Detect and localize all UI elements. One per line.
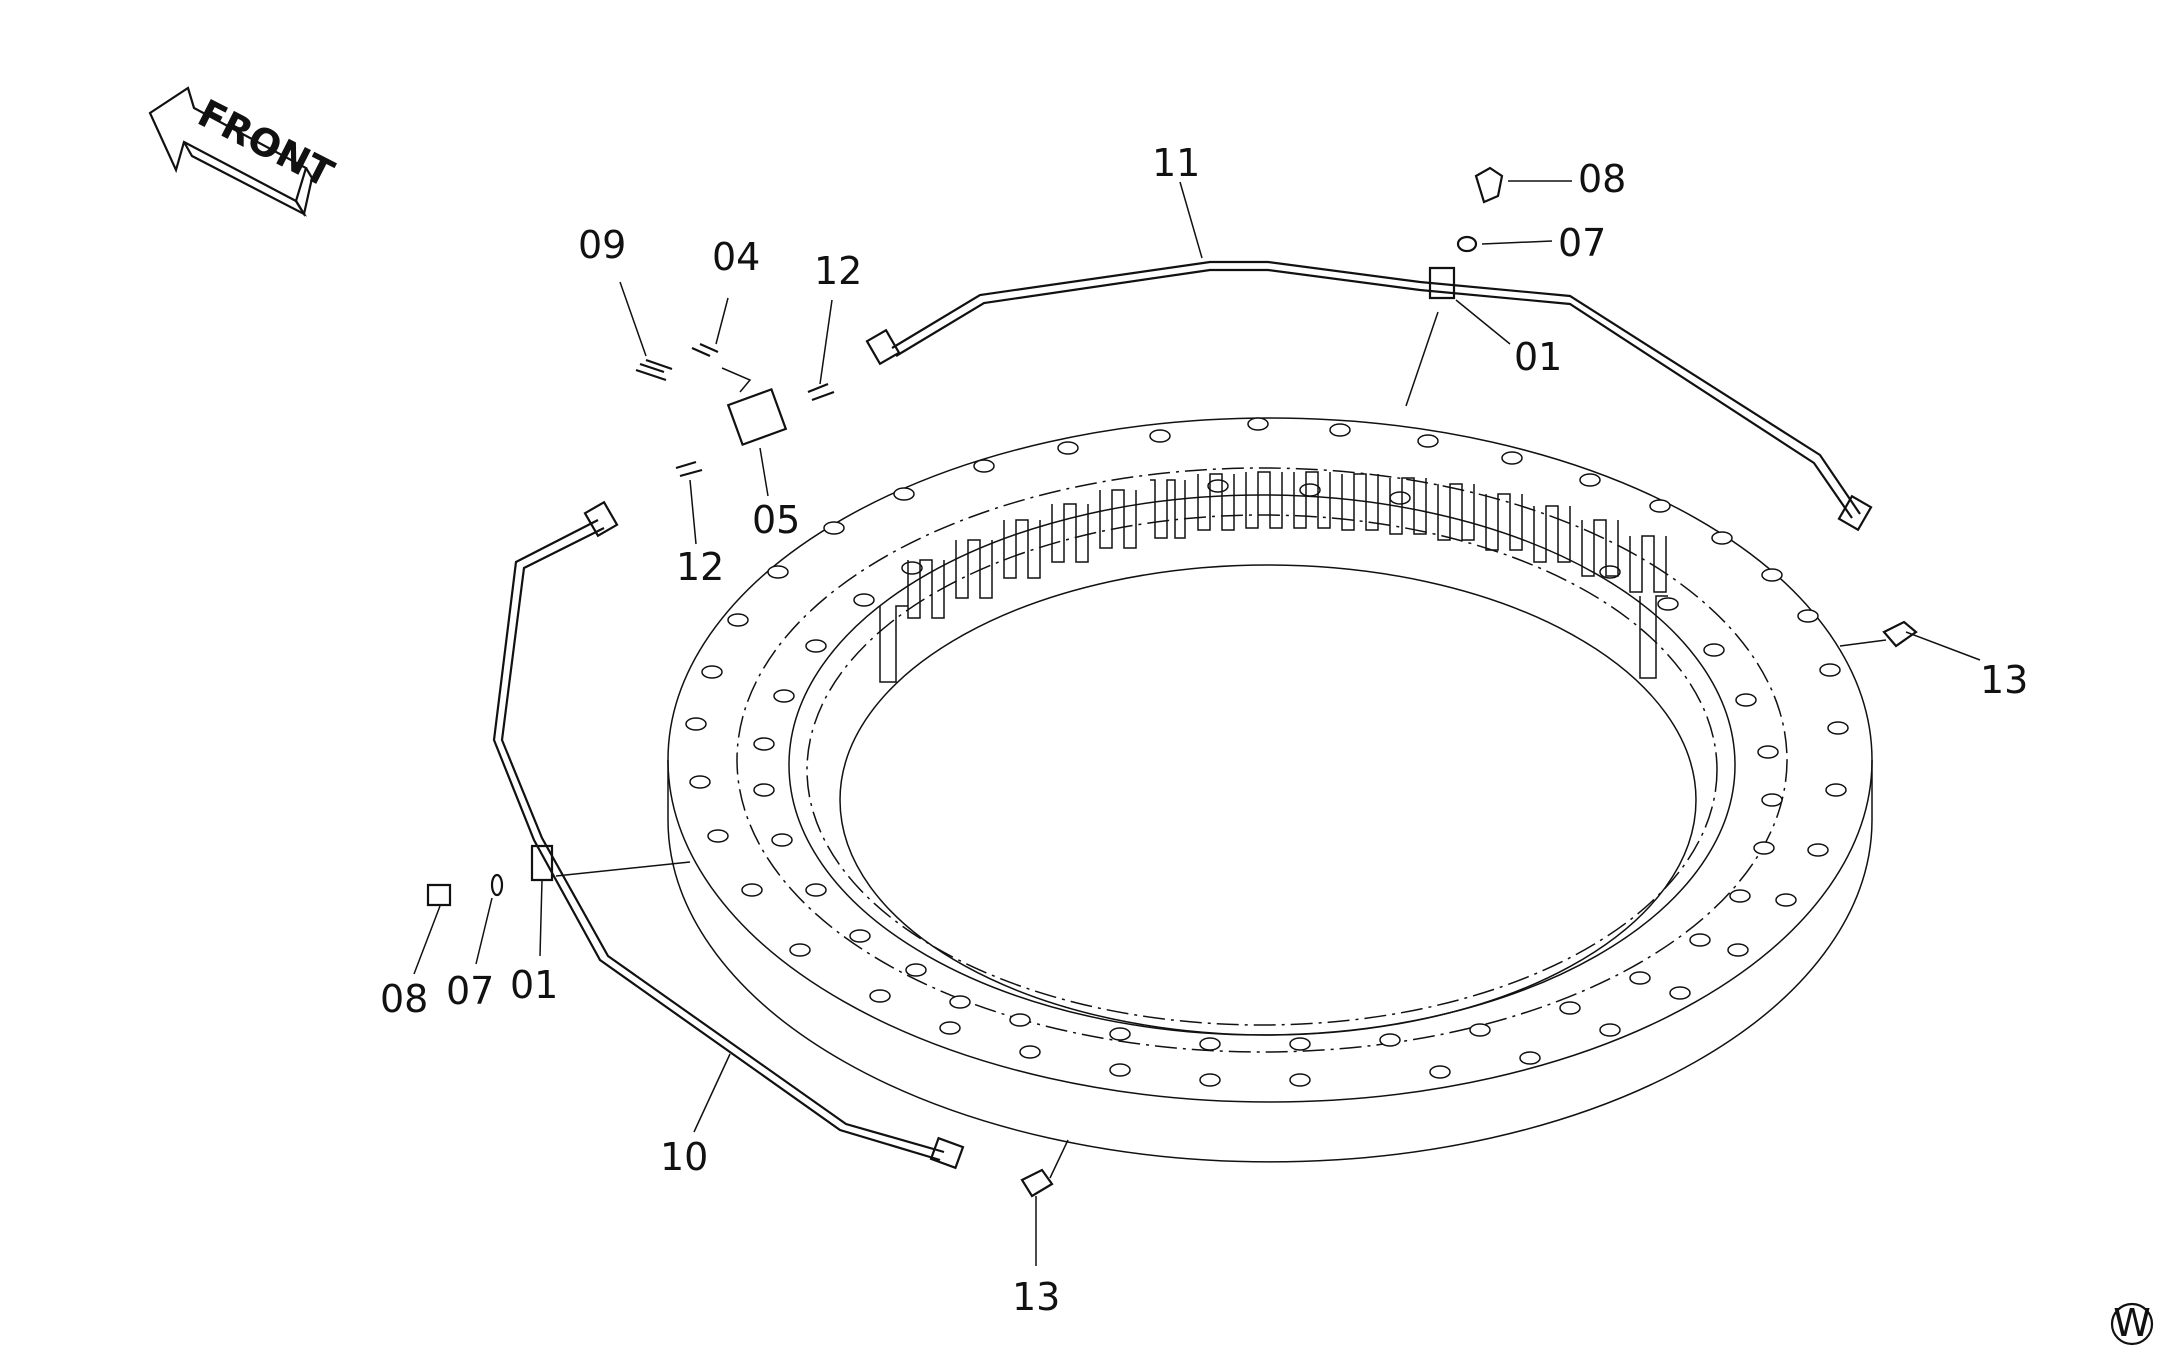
part-label-07-upper: 07	[1558, 221, 1606, 265]
inner-bolt-holes	[753, 479, 1783, 1051]
corner-mark: W	[2110, 1301, 2154, 1346]
grease-pipe-10	[492, 519, 945, 1162]
part-label-01-upper: 01	[1514, 335, 1562, 379]
part-labels: 11 08 07 01 09 04 12 05 12 13 08 07 01 1…	[380, 141, 2028, 1319]
part-label-11: 11	[1152, 141, 1200, 185]
part-label-12-lower: 12	[676, 545, 724, 589]
part-label-05: 05	[752, 498, 800, 542]
part-label-13-right: 13	[1980, 658, 2028, 702]
grease-pipe-11	[891, 260, 1861, 519]
part-label-07-lower: 07	[446, 969, 494, 1013]
outer-bolt-holes	[685, 417, 1849, 1087]
gear-teeth	[879, 471, 1668, 683]
part-label-12-upper: 12	[814, 249, 862, 293]
part-label-13-bottom: 13	[1012, 1275, 1060, 1319]
front-arrow: FRONT	[148, 86, 341, 217]
front-arrow-label: FRONT	[191, 91, 340, 196]
part-label-08-upper: 08	[1578, 157, 1626, 201]
part-label-08-lower: 08	[380, 977, 428, 1021]
pipe-fittings	[426, 166, 1918, 1198]
part-label-09: 09	[578, 223, 626, 267]
part-label-10: 10	[660, 1135, 708, 1179]
part-label-01-lower: 01	[510, 963, 558, 1007]
slewing-ring	[667, 417, 1873, 1163]
part-label-04: 04	[712, 235, 760, 279]
leader-lines	[413, 180, 1981, 1266]
corner-mark-label: W	[2113, 1301, 2151, 1345]
